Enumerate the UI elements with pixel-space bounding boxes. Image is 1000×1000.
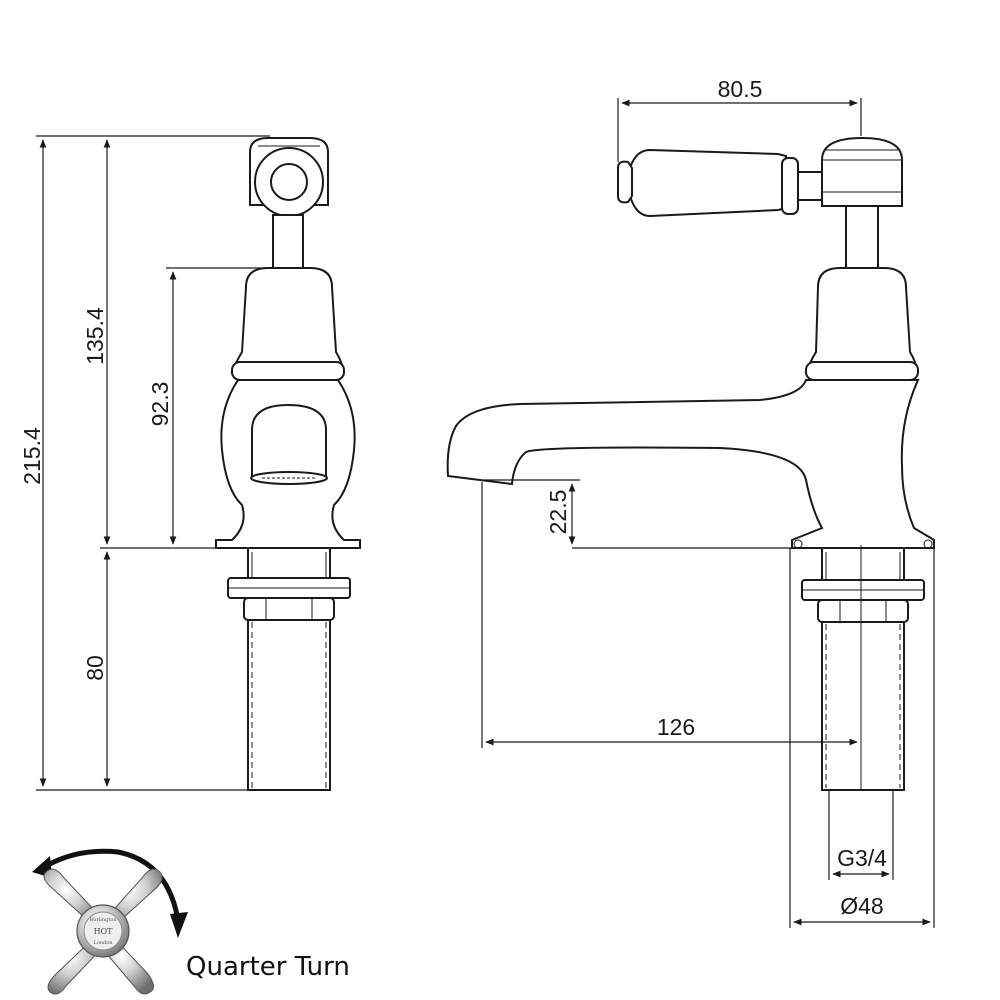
front-dimensions: 215.4 135.4 92.3 80: [19, 135, 330, 791]
crosshead-handle-icon: Burlington HOT London: [43, 868, 163, 995]
front-view: [215, 137, 361, 791]
dim-flange-diameter: Ø48: [840, 893, 883, 919]
dim-spout-reach: 126: [657, 714, 695, 740]
side-view: [446, 136, 935, 791]
dim-overall-height: 215.4: [19, 427, 45, 485]
dim-handle-length: 80.5: [718, 76, 763, 102]
dim-height-to-top: 135.4: [82, 307, 108, 365]
side-dimensions: 80.5 22.5 126 G3/4 Ø48: [481, 76, 935, 928]
dim-below-deck: 80: [82, 655, 108, 681]
badge-label: HOT: [94, 927, 114, 936]
badge-brand: Burlington: [89, 917, 117, 923]
badge-city: London: [94, 940, 114, 946]
dim-spout-height: 92.3: [147, 382, 173, 427]
dim-thread: G3/4: [837, 845, 887, 871]
quarter-turn-caption: Quarter Turn: [186, 952, 350, 982]
dim-spout-clearance: 22.5: [545, 490, 571, 535]
